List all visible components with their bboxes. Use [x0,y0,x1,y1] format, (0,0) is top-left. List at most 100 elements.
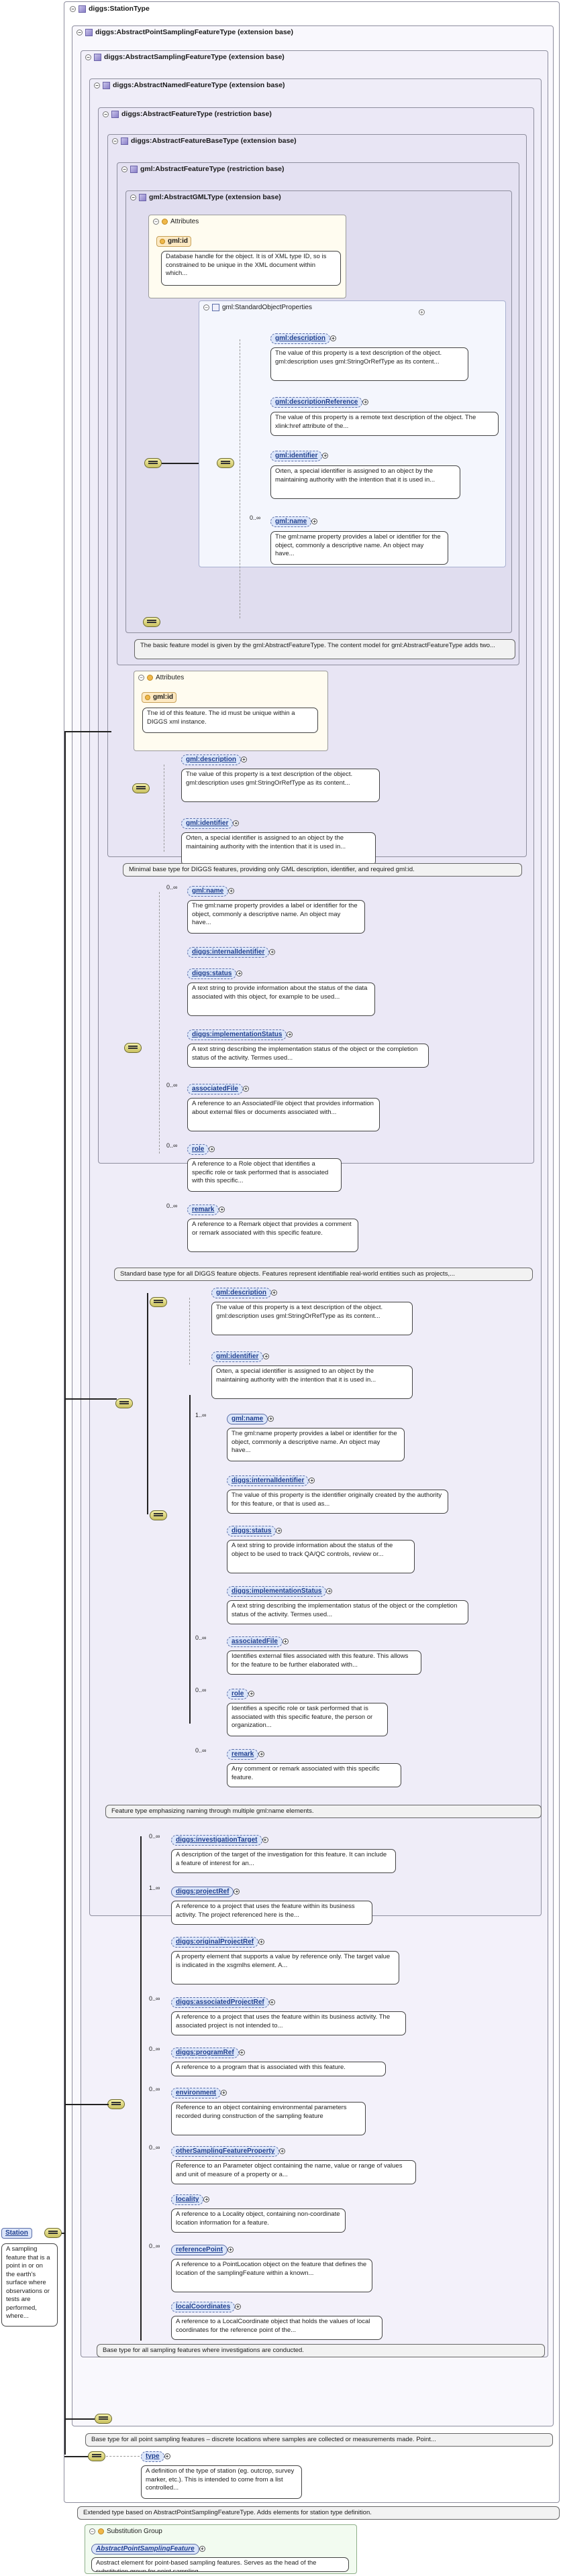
type-title[interactable]: − diggs:AbstractNamedFeatureType (extens… [94,81,285,89]
element-gml-description[interactable]: gml:description+ [181,754,248,765]
type-title[interactable]: − diggs:AbstractFeatureType (restriction… [103,110,272,118]
type-title[interactable]: − gml:AbstractGMLType (extension base) [130,193,281,201]
element-gml-name[interactable]: gml:name+ [187,886,235,897]
element-diggs-project-ref[interactable]: diggs:projectRef+ [171,1887,240,1897]
sequence-compositor-icon[interactable] [95,2414,112,2424]
collapse-toggle-icon[interactable]: − [103,111,109,117]
element-gml-identifier[interactable]: gml:identifier+ [181,818,240,829]
sequence-compositor-icon[interactable] [150,1297,167,1307]
element-diggs-status[interactable]: diggs:status+ [227,1526,283,1536]
type-title[interactable]: − diggs:AbstractFeatureBaseType (extensi… [112,137,297,145]
element-gml-description[interactable]: gml:description+ [211,1288,278,1298]
expand-icon[interactable]: + [419,309,425,315]
element-locality[interactable]: locality+ [171,2194,210,2205]
element-local-coordinates[interactable]: localCoordinates+ [171,2302,242,2312]
expand-icon[interactable]: + [268,1416,274,1422]
collapse-toggle-icon[interactable]: − [203,304,209,311]
element-diggs-internal-identifier[interactable]: diggs:internalIdentifier+ [187,947,276,958]
element-other-sampling-feature-property[interactable]: otherSamplingFeatureProperty+ [171,2146,286,2157]
expand-icon[interactable]: + [269,949,276,955]
element-diggs-implementation-status[interactable]: diggs:implementationStatus+ [187,1029,293,1040]
element-gml-description-reference[interactable]: gml:descriptionReference+ [270,397,369,408]
element-remark[interactable]: remark+ [227,1749,265,1760]
collapse-toggle-icon[interactable]: − [130,194,136,201]
expand-icon[interactable]: + [233,820,240,826]
element-diggs-status[interactable]: diggs:status+ [187,968,243,979]
expand-icon[interactable]: + [330,335,337,341]
element-associated-file[interactable]: associatedFile+ [227,1636,289,1647]
sequence-compositor-icon[interactable] [132,783,150,793]
attribute-gml-id[interactable]: gml:id [156,236,191,247]
expand-icon[interactable]: + [271,1290,278,1296]
expand-icon[interactable]: + [221,2090,227,2096]
element-abstract-point-sampling-feature[interactable]: AbstractPointSamplingFeature+ [91,2544,205,2555]
element-reference-point[interactable]: referencePoint+ [171,2245,234,2255]
sequence-compositor-icon[interactable] [88,2451,105,2461]
element-gml-description[interactable]: gml:description+ [270,333,337,344]
expand-icon[interactable]: + [228,888,235,894]
element-gml-identifier[interactable]: gml:identifier+ [211,1351,270,1362]
attribute-gml-id[interactable]: gml:id [142,692,176,703]
expand-icon[interactable]: + [227,2247,234,2253]
expand-icon[interactable]: + [258,1751,265,1757]
type-title[interactable]: − gml:AbstractFeatureType (restriction b… [121,165,285,173]
expand-icon[interactable]: + [248,1691,255,1697]
element-role[interactable]: role+ [227,1689,255,1699]
element-diggs-original-project-ref[interactable]: diggs:originalProjectRef+ [171,1937,265,1948]
expand-icon[interactable]: + [209,1146,215,1152]
collapse-toggle-icon[interactable]: − [70,5,76,12]
sequence-compositor-icon[interactable] [143,617,160,627]
element-remark[interactable]: remark+ [187,1205,225,1215]
expand-icon[interactable]: + [326,1588,333,1594]
expand-icon[interactable]: + [242,1086,249,1092]
attributes-title[interactable]: − Attributes [138,674,184,681]
expand-icon[interactable]: + [279,2148,286,2154]
expand-icon[interactable]: + [236,970,243,976]
expand-icon[interactable]: + [309,1477,315,1483]
expand-icon[interactable]: + [311,518,318,524]
element-diggs-implementation-status[interactable]: diggs:implementationStatus+ [227,1586,333,1597]
attributes-title[interactable]: − Attributes [153,218,199,225]
expand-icon[interactable]: + [164,2453,170,2459]
element-environment[interactable]: environment+ [171,2088,227,2098]
collapse-toggle-icon[interactable]: − [94,82,100,89]
element-diggs-investigation-target[interactable]: diggs:investigationTarget+ [171,1835,268,1846]
expand-icon[interactable]: + [263,1353,270,1359]
sequence-compositor-icon[interactable] [107,2099,125,2109]
sequence-compositor-icon[interactable] [124,1043,142,1053]
element-associated-file[interactable]: associatedFile+ [187,1084,249,1095]
expand-icon[interactable]: + [362,399,369,405]
element-type[interactable]: type+ [141,2451,170,2462]
collapse-toggle-icon[interactable]: − [112,137,118,144]
expand-icon[interactable]: + [241,757,248,763]
expand-icon[interactable]: + [203,2196,210,2202]
collapse-toggle-icon[interactable]: − [89,2528,95,2534]
type-title[interactable]: − diggs:AbstractSamplingFeatureType (ext… [85,53,285,61]
sequence-compositor-icon[interactable] [217,458,234,468]
sequence-compositor-icon[interactable] [144,458,162,468]
expand-icon[interactable]: + [234,1889,240,1895]
expand-icon[interactable]: + [235,2304,242,2310]
collapse-toggle-icon[interactable]: − [76,29,83,36]
group-title[interactable]: − gml:StandardObjectProperties [203,304,312,311]
substitution-title[interactable]: − Substitution Group [89,2528,162,2535]
element-diggs-associated-project-ref[interactable]: diggs:associatedProjectRef+ [171,1997,275,2008]
expand-icon[interactable]: + [276,1528,283,1534]
collapse-toggle-icon[interactable]: − [153,219,159,225]
sequence-compositor-icon[interactable] [115,1398,133,1408]
sequence-compositor-icon[interactable] [44,2228,62,2238]
root-element-station[interactable]: Station [1,2228,32,2239]
expand-icon[interactable]: + [262,1837,268,1843]
expand-icon[interactable]: + [268,1999,275,2005]
element-gml-name[interactable]: gml:name+ [270,516,318,527]
element-diggs-internal-identifier[interactable]: diggs:internalIdentifier+ [227,1475,315,1486]
expand-icon[interactable]: + [322,453,329,459]
type-title[interactable]: − diggs:StationType [70,5,150,13]
expand-icon[interactable]: + [282,1638,289,1644]
collapse-toggle-icon[interactable]: − [85,54,91,60]
expand-icon[interactable]: + [238,2050,245,2056]
expand-icon[interactable]: + [219,1207,225,1213]
element-gml-name[interactable]: gml:name+ [227,1414,274,1424]
sequence-compositor-icon[interactable] [150,1510,167,1520]
element-diggs-program-ref[interactable]: diggs:programRef+ [171,2048,245,2058]
